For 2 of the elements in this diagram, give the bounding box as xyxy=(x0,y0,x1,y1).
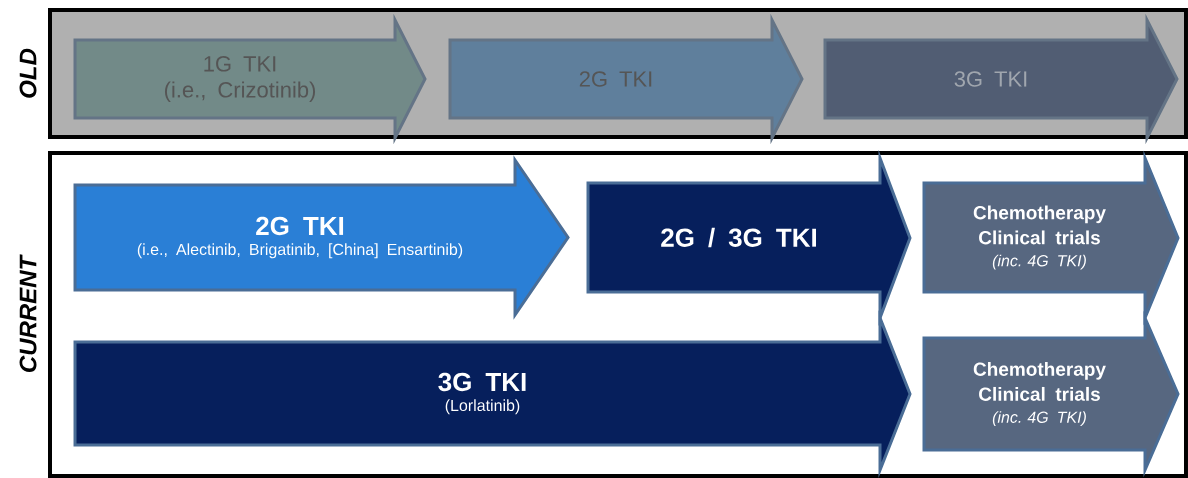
band-label: OLD xyxy=(19,48,37,98)
band-label: CURRENT xyxy=(19,254,37,372)
